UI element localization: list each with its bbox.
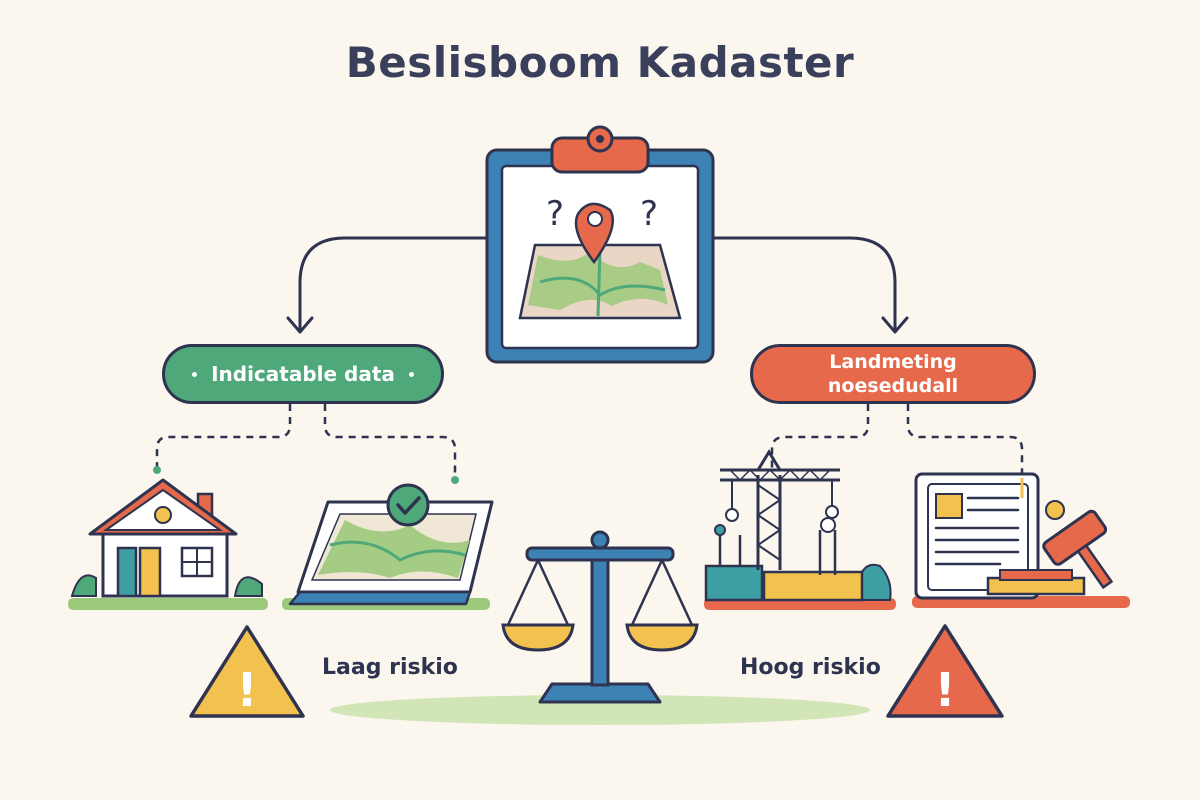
approved-map-icon	[282, 483, 494, 610]
connector-dot	[451, 476, 459, 484]
branch-label-right-line2: noesedudall	[827, 375, 959, 397]
high-risk-label: Hoog riskio	[740, 655, 881, 680]
low-risk-label: Laag riskio	[322, 655, 458, 680]
branch-pill-landmeting: Landmeting noesedudall	[750, 344, 1036, 404]
balance-scale-icon	[330, 530, 870, 725]
warning-mark-high: !	[935, 663, 956, 717]
connector-right	[712, 236, 909, 334]
branch-pill-indicatable-data: Indicatable data	[162, 344, 444, 404]
connector-dot	[153, 466, 161, 474]
question-mark-left: ?	[546, 194, 564, 234]
house-icon	[68, 478, 268, 610]
construction-crane-icon	[704, 449, 896, 610]
pill-dot-icon	[408, 371, 414, 377]
legal-document-gavel-icon	[912, 472, 1130, 608]
warning-icon-low-risk	[189, 625, 305, 718]
page-title: Beslisboom Kadaster	[345, 38, 855, 87]
warning-mark-low: !	[237, 663, 258, 717]
dashed-connector-left-branch	[155, 404, 457, 478]
pill-dot-icon	[192, 371, 198, 377]
clipboard-map-icon	[485, 125, 715, 364]
dashed-connector-right-branch	[770, 404, 1024, 480]
branch-label-left: Indicatable data	[211, 362, 395, 386]
warning-icon-high-risk	[886, 624, 1004, 718]
question-mark-right: ?	[640, 194, 658, 234]
branch-label-right-line1: Landmeting	[829, 351, 957, 373]
connector-left	[286, 236, 488, 334]
